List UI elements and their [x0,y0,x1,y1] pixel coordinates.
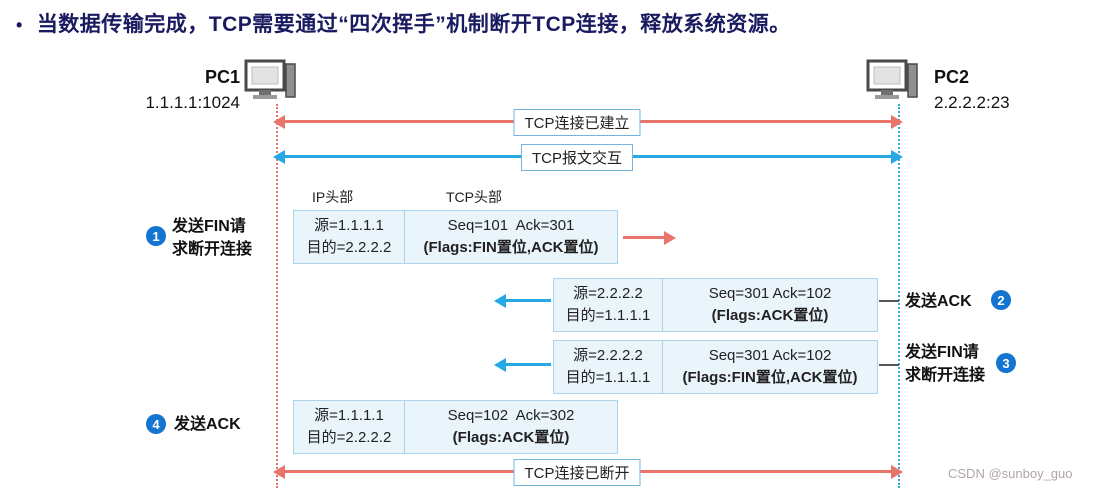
tcp-exchange-label: TCP报文交互 [520,144,634,171]
pc2-name: PC2 [934,67,970,87]
pc1-name: PC1 [204,67,240,87]
pc1-block: PC1 1.1.1.1:1024 [90,64,240,116]
pc2-block: PC2 2.2.2.2:23 [934,64,1084,116]
packet-2-src: 源=2.2.2.2 [573,285,643,302]
packet-2-flags: (Flags:ACK置位) [711,307,829,324]
tcp-established-label: TCP连接已建立 [513,109,641,136]
packet-2-dst: 目的=1.1.1.1 [565,307,651,324]
packet-1-tcp-cell: Seq=101 Ack=301 (Flags:FIN置位,ACK置位) [404,210,618,264]
tcp-header-label: TCP头部 [446,189,502,205]
step-2-arrow [505,299,551,302]
step-2-badge: 2 [991,290,1011,310]
packet-4-box: 源=1.1.1.1 目的=2.2.2.2 Seq=102 Ack=302 (Fl… [293,400,618,454]
watermark: CSDN @sunboy_guo [948,466,1073,481]
step-1-arrow [623,236,665,239]
packet-1-seq: Seq=101 Ack=301 [447,217,575,234]
step-4-badge: 4 [146,414,166,434]
pc2-address: 2.2.2.2:23 [934,93,1010,112]
packet-2-box: 源=2.2.2.2 目的=1.1.1.1 Seq=301 Ack=102 (Fl… [553,278,878,332]
ip-header-label: IP头部 [312,189,354,205]
packet-4-flags: (Flags:ACK置位) [452,429,570,446]
pc1-computer-icon [244,58,300,109]
packet-1-src: 源=1.1.1.1 [314,217,384,234]
packet-3-seq: Seq=301 Ack=102 [708,347,832,364]
packet-2-ip-cell: 源=2.2.2.2 目的=1.1.1.1 [553,278,663,332]
packet-3-flags: (Flags:FIN置位,ACK置位) [682,369,858,386]
packet-4-seq: Seq=102 Ack=302 [447,407,575,424]
pc2-computer-icon [866,58,922,109]
packet-4-src: 源=1.1.1.1 [314,407,384,424]
step-3-connector [879,364,899,366]
packet-1-ip-cell: 源=1.1.1.1 目的=2.2.2.2 [293,210,405,264]
packet-3-src: 源=2.2.2.2 [573,347,643,364]
bullet-marker: • [16,15,23,35]
tcp-closed-label: TCP连接已断开 [513,459,641,486]
packet-2-tcp-cell: Seq=301 Ack=102 (Flags:ACK置位) [662,278,878,332]
step-3-label: 发送FIN请 求断开连接 [905,344,986,384]
packet-1-box: 源=1.1.1.1 目的=2.2.2.2 Seq=101 Ack=301 (Fl… [293,210,618,264]
packet-3-tcp-cell: Seq=301 Ack=102 (Flags:FIN置位,ACK置位) [662,340,878,394]
step-3-arrow [505,363,551,366]
packet-4-dst: 目的=2.2.2.2 [306,429,392,446]
packet-3-ip-cell: 源=2.2.2.2 目的=1.1.1.1 [553,340,663,394]
packet-1-dst: 目的=2.2.2.2 [306,239,392,256]
step-4-label: 发送ACK [174,416,241,433]
pc2-lifeline [898,104,900,488]
packet-3-box: 源=2.2.2.2 目的=1.1.1.1 Seq=301 Ack=102 (Fl… [553,340,878,394]
step-1-label: 发送FIN请 求断开连接 [172,218,253,258]
packet-4-ip-cell: 源=1.1.1.1 目的=2.2.2.2 [293,400,405,454]
packet-1-flags: (Flags:FIN置位,ACK置位) [423,239,599,256]
step-2-label: 发送ACK [905,293,972,310]
title-text: 当数据传输完成，TCP需要通过“四次挥手”机制断开TCP连接，释放系统资源。 [36,13,791,36]
packet-2-seq: Seq=301 Ack=102 [708,285,832,302]
step-1-badge: 1 [146,226,166,246]
step-3-badge: 3 [996,353,1016,373]
pc1-lifeline [276,104,278,488]
packet-4-tcp-cell: Seq=102 Ack=302 (Flags:ACK置位) [404,400,618,454]
step-2-connector [879,300,899,302]
packet-3-dst: 目的=1.1.1.1 [565,369,651,386]
page-title: • 当数据传输完成，TCP需要通过“四次挥手”机制断开TCP连接，释放系统资源。 [16,8,791,38]
pc1-address: 1.1.1.1:1024 [145,93,240,112]
